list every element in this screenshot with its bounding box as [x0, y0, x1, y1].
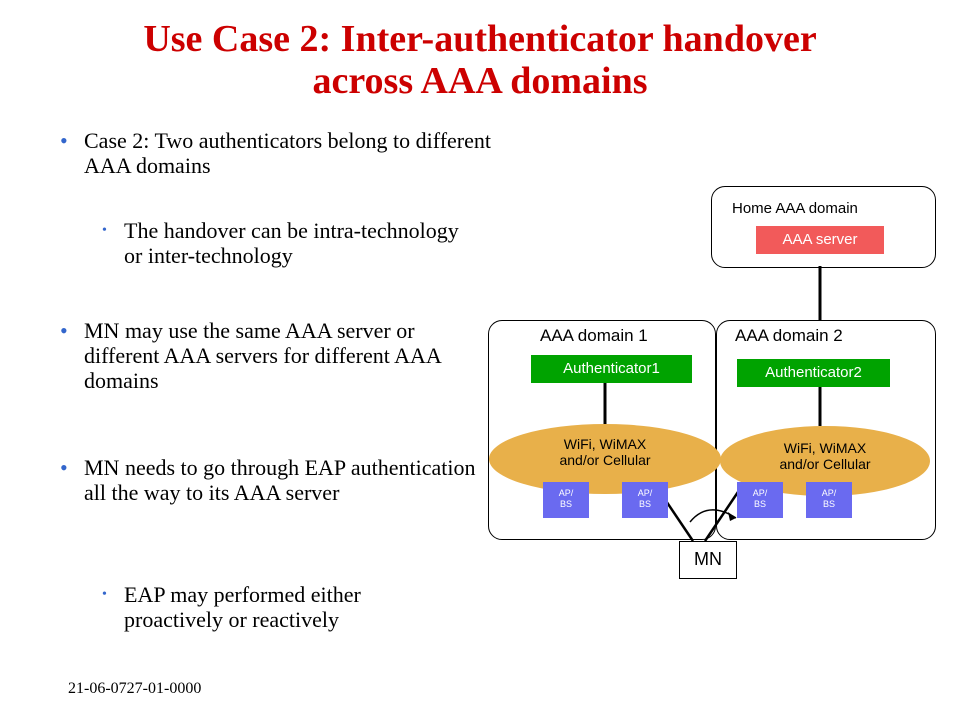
- authenticator-2: Authenticator2: [737, 359, 890, 387]
- title-line-2: across AAA domains: [312, 60, 648, 102]
- sub-bullet-handover: • The handover can be intra-technology o…: [102, 218, 459, 268]
- aaa-server: AAA server: [756, 226, 884, 254]
- bullet-case2: • Case 2: Two authenticators belong to d…: [60, 128, 491, 178]
- home-aaa-domain-label: Home AAA domain: [732, 200, 858, 217]
- authenticator-1: Authenticator1: [531, 355, 692, 383]
- aaa-domain-1-label: AAA domain 1: [540, 326, 648, 345]
- ap-bs-2: AP/BS: [622, 482, 668, 518]
- ap-bs-4: AP/BS: [806, 482, 852, 518]
- bullet-eap: • MN needs to go through EAP authenticat…: [60, 455, 476, 505]
- bullet-aaa-servers: • MN may use the same AAA server or diff…: [60, 318, 441, 393]
- bullet-dot: •: [102, 223, 107, 238]
- mn-link-right: [703, 491, 740, 542]
- document-number: 21-06-0727-01-0000: [68, 680, 202, 697]
- title-line-1: Use Case 2: Inter-authenticator handover: [143, 18, 817, 60]
- bullet-dot: •: [60, 318, 68, 343]
- ap-bs-3: AP/BS: [737, 482, 783, 518]
- access-network-1: WiFi, WiMAX and/or Cellular: [489, 424, 721, 494]
- handover-arrowhead: [728, 512, 736, 521]
- mobile-node: MN: [679, 541, 737, 579]
- aaa-domain-2-label: AAA domain 2: [735, 326, 843, 345]
- ap-bs-1: AP/BS: [543, 482, 589, 518]
- bullet-dot: •: [102, 587, 107, 602]
- bullet-dot: •: [60, 128, 68, 153]
- bullet-dot: •: [60, 455, 68, 480]
- slide-title: Use Case 2: Inter-authenticator handover…: [40, 18, 920, 102]
- sub-bullet-eap-mode: • EAP may performed either proactively o…: [102, 582, 361, 632]
